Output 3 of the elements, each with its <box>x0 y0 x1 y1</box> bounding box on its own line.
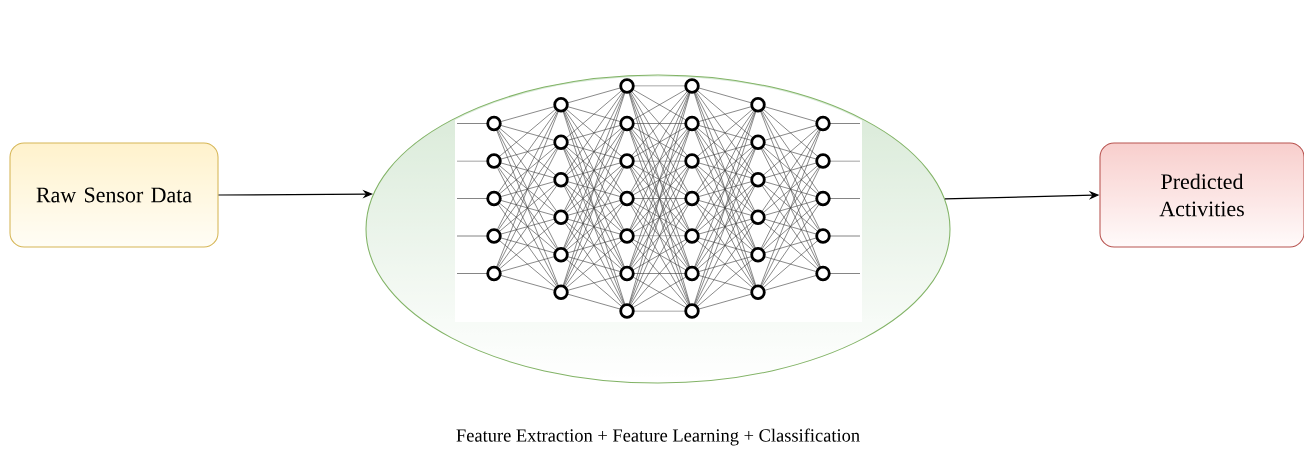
process-box: Raw Sensor Data <box>9 142 219 248</box>
node-label: Feature Extraction + Feature Learning + Classification <box>456 428 860 446</box>
process-box: Predicted Activities <box>1099 142 1304 248</box>
